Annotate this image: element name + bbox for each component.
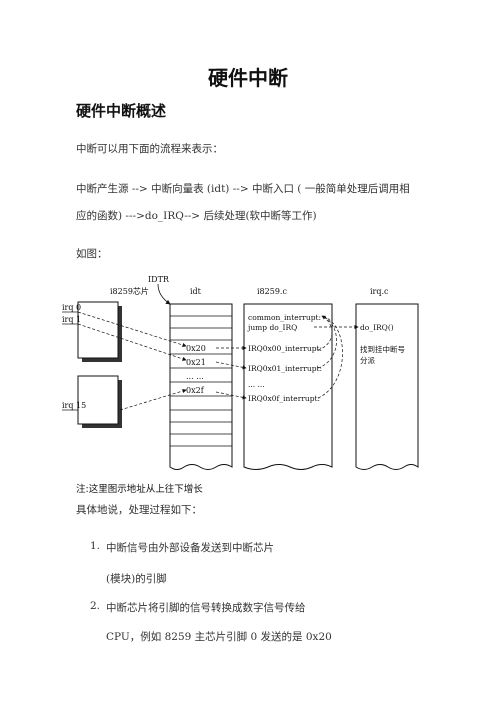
chip-box-2: [77, 375, 119, 425]
code-do-irq: do_IRQ(): [360, 323, 394, 332]
i8259c-box: [243, 303, 333, 470]
label-idtr: IDTR: [148, 275, 170, 284]
irq0-label: irq 0: [62, 303, 81, 312]
irq1-label: irq 1: [62, 315, 81, 324]
figure-intro: 如图：: [76, 248, 108, 260]
step-1-number: 1.: [90, 540, 101, 552]
vector-0x20: 0x20: [186, 344, 206, 353]
vector-0x2f: 0x2f: [186, 386, 205, 395]
section-heading: 硬件中断概述: [76, 102, 167, 120]
code-note-line1: 找到挂中断号: [360, 344, 405, 354]
irqc-box: [355, 303, 419, 470]
vector-0x21: 0x21: [186, 358, 206, 367]
step-2-number: 2.: [90, 600, 101, 612]
label-i8259-chip: i8259芯片: [110, 286, 149, 296]
chip-box-1: [77, 301, 119, 359]
code-irq0x0f: IRQ0x0f_interrupt:: [248, 394, 320, 403]
page-title: 硬件中断: [208, 66, 288, 90]
idtr-arrow: [157, 283, 171, 305]
flow-line-1: 中断产生源 --> 中断向量表 (idt) --> 中断入口 ( 一般简单处理后…: [76, 183, 410, 195]
code-dots: ... ...: [248, 380, 265, 389]
process-intro: 具体地说，处理过程如下：: [76, 504, 202, 516]
vector-dots: ... ...: [186, 372, 204, 381]
interrupt-flow-diagram: IDTR i8259芯片 idt i8259.c irq.c irq 0 irq…: [62, 275, 419, 470]
flow-line-2: 应的函数) --->do_IRQ--> 后续处理(软中断等工作): [76, 210, 317, 222]
code-note-line2: 分派: [360, 356, 375, 365]
figure-caption: 注:这里图示地址从上往下增长: [76, 484, 203, 495]
label-irqc: irq.c: [370, 287, 389, 296]
step-1-line-2: (模块)的引脚: [106, 573, 167, 585]
step-1-line-1: 中断信号由外部设备发送到中断芯片: [106, 542, 274, 554]
label-idt: idt: [190, 287, 202, 296]
code-common-interrupt: common_interrupt:: [248, 313, 321, 322]
code-irq0x00: IRQ0x00_interrupt:: [248, 344, 322, 353]
step-2-line-2: CPU，例如 8259 主芯片引脚 0 发送的是 0x20: [106, 631, 332, 643]
step-2-line-1: 中断芯片将引脚的信号转换成数字信号传给: [106, 602, 306, 614]
intro-paragraph: 中断可以用下面的流程来表示：: [76, 143, 223, 155]
code-jump-do-irq: jump do_IRQ: [247, 323, 297, 332]
code-irq0x01: IRQ0x01_interrupt:: [248, 364, 322, 373]
irq15-label: irq 15: [62, 401, 86, 410]
label-i8259c: i8259.c: [257, 287, 287, 296]
